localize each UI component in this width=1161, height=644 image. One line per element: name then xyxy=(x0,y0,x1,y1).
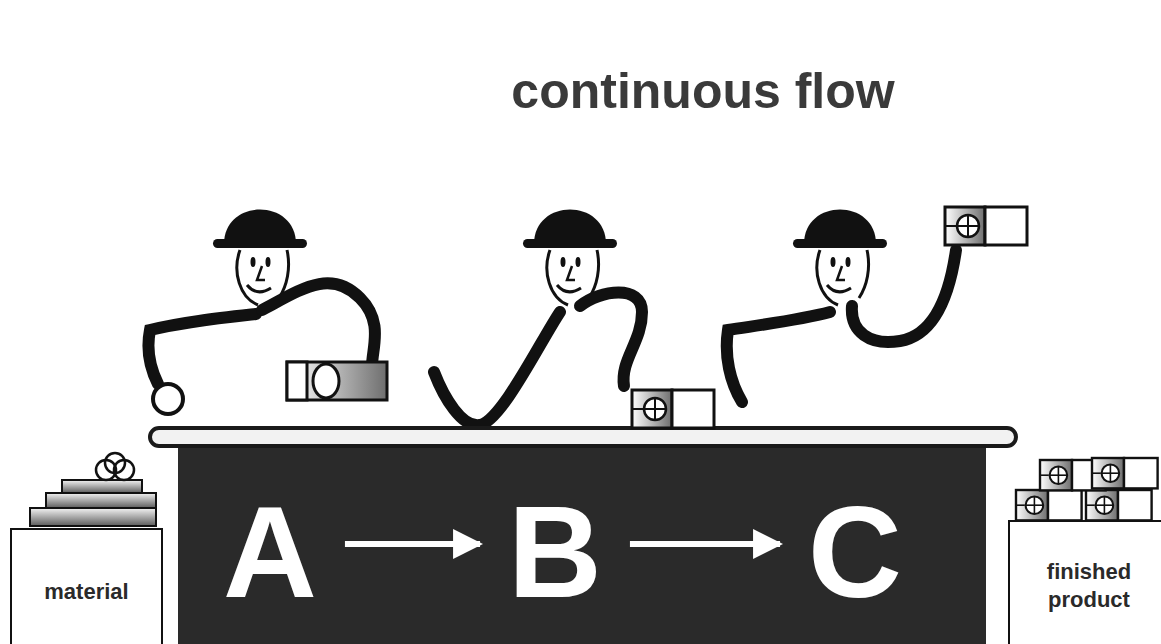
node-text: B xyxy=(508,487,602,617)
node-text: finished product xyxy=(1018,558,1160,613)
worker-arm xyxy=(580,293,642,387)
station-label: A xyxy=(195,487,345,617)
worker-arm xyxy=(262,283,375,366)
flow-arrow xyxy=(345,541,480,547)
material-ring xyxy=(105,453,125,473)
counter-body xyxy=(178,444,986,644)
product-piece xyxy=(1086,490,1152,520)
work-piece xyxy=(313,364,339,398)
flow-arrow xyxy=(630,541,780,547)
worker-arm xyxy=(727,312,830,402)
worker-arm xyxy=(434,312,560,425)
worker-head xyxy=(793,210,887,306)
counter-top xyxy=(150,428,1016,446)
bin-box: finished product xyxy=(1008,520,1161,644)
material-slab xyxy=(62,480,142,493)
node-text: A xyxy=(223,487,317,617)
station-label: C xyxy=(780,487,930,617)
station-label: B xyxy=(480,487,630,617)
material-slab xyxy=(30,508,156,526)
work-piece xyxy=(287,362,307,400)
material-slab xyxy=(46,493,156,508)
work-piece xyxy=(287,362,387,400)
product-piece xyxy=(1092,458,1158,488)
bin-box: material xyxy=(10,528,163,644)
product-piece xyxy=(1016,490,1082,520)
diagram-title: continuous flow xyxy=(353,62,1053,120)
node-text: C xyxy=(808,487,902,617)
product-piece xyxy=(945,207,1027,245)
worker-arm xyxy=(148,314,256,384)
product-piece xyxy=(632,390,714,428)
worker-arm xyxy=(852,250,956,342)
ring-part xyxy=(153,384,183,414)
title-block: continuous flow xyxy=(353,62,1053,120)
node-text: material xyxy=(20,578,153,606)
